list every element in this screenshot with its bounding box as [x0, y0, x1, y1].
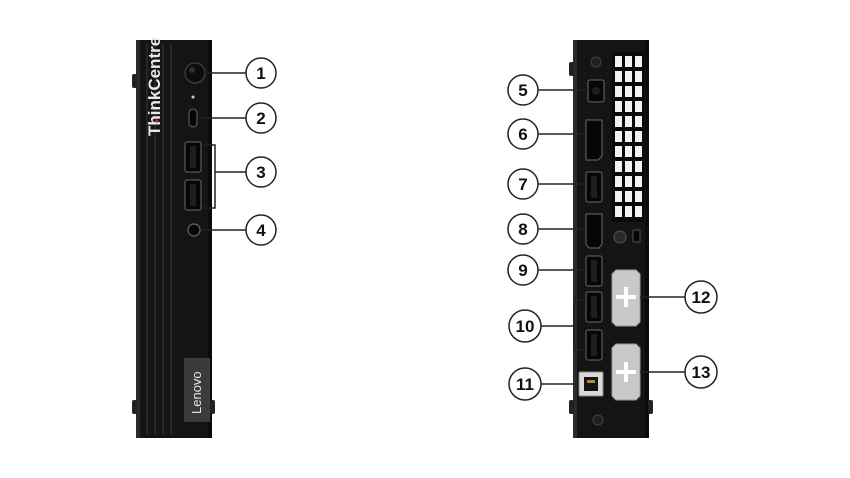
- callout-4-label: 4: [256, 221, 266, 240]
- callout-13: 13: [684, 355, 718, 389]
- lenovo-logo-tag: [184, 358, 210, 422]
- callout-10: 10: [508, 309, 542, 343]
- callout-6-label: 6: [518, 125, 527, 144]
- callout-3-label: 3: [256, 163, 265, 182]
- callout-11: 11: [508, 367, 542, 401]
- callout-7: 7: [507, 168, 539, 200]
- callout-1: 1: [245, 57, 277, 89]
- callout-4: 4: [245, 214, 277, 246]
- rear-small-screw-top: [590, 56, 602, 68]
- callout-11-label: 11: [516, 375, 534, 394]
- callout-5: 5: [507, 74, 539, 106]
- front-view: ThinkCentre Lenovo: [132, 37, 215, 438]
- power-led: [191, 95, 195, 99]
- callout-9: 9: [507, 254, 539, 286]
- callout-12: 12: [684, 280, 718, 314]
- front-usb-c-port[interactable]: [188, 108, 198, 128]
- thinkcentre-brand: ThinkCentre: [145, 37, 164, 136]
- lenovo-logo-text: Lenovo: [189, 371, 204, 414]
- front-grooves: [146, 44, 172, 434]
- expansion-cover-2: [611, 343, 641, 401]
- callout-3: 3: [245, 156, 277, 188]
- rear-small-screw-bottom: [592, 414, 604, 426]
- callout-2: 2: [245, 102, 277, 134]
- security-lock-slot[interactable]: [632, 229, 641, 243]
- callout-1-label: 1: [256, 64, 265, 83]
- callout-5-label: 5: [518, 81, 527, 100]
- callout-6: 6: [507, 118, 539, 150]
- rear-thumbscrew[interactable]: [613, 230, 627, 244]
- callout-8: 8: [507, 213, 539, 245]
- callout-7-label: 7: [518, 175, 527, 194]
- hdmi-port[interactable]: [585, 213, 603, 249]
- front-audio-jack[interactable]: [187, 223, 201, 237]
- rear-view: [569, 40, 653, 438]
- power-button[interactable]: [184, 62, 206, 84]
- callout-10-label: 10: [516, 317, 535, 336]
- leader-lines: [198, 72, 686, 385]
- displayport[interactable]: [585, 119, 603, 161]
- expansion-cover-1: [611, 269, 641, 327]
- callout-12-label: 12: [692, 288, 711, 307]
- callout-8-label: 8: [518, 220, 527, 239]
- rear-vent-grille: [612, 52, 644, 222]
- brand-red-dot: [155, 119, 159, 123]
- callout-13-label: 13: [692, 363, 711, 382]
- callout-9-label: 9: [518, 261, 527, 280]
- callout-2-label: 2: [256, 109, 265, 128]
